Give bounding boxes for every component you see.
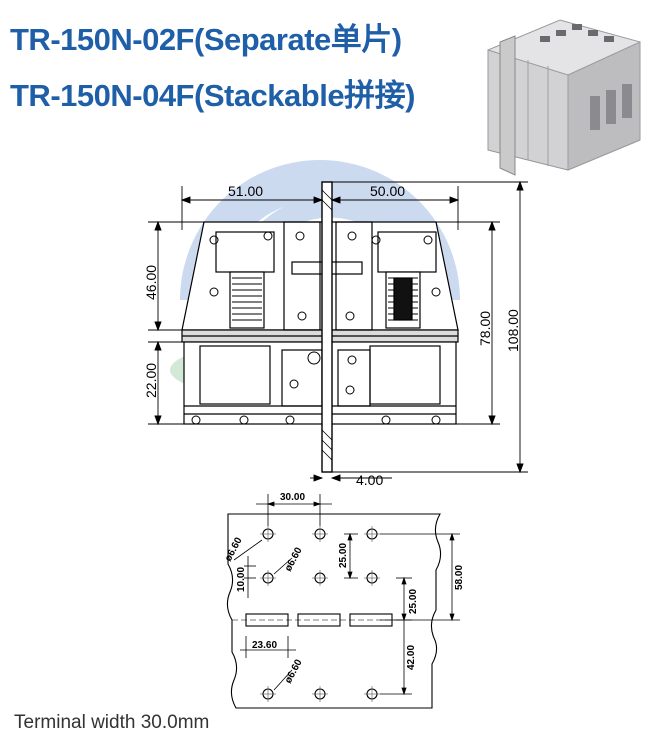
dim-slot-length: 23.60 [252,640,277,651]
front-view-drawing [181,181,459,473]
dim-lower-height: 42.00 [406,645,417,670]
dim-left-width: 51.00 [228,183,263,199]
pcb-layout-drawing [226,513,442,709]
dim-total-height: 108.00 [505,309,521,352]
dim-plate-thickness: 4.00 [356,472,383,488]
dim-row-spacing: 25.00 [338,543,349,568]
dim-lower-height: 22.00 [143,363,159,398]
dim-slot-spacing: 25.00 [408,589,419,614]
terminal-width-caption: Terminal width 30.0mm [14,712,210,733]
dim-body-height: 78.00 [477,311,493,346]
dim-upper-height: 46.00 [143,265,159,300]
pcb-dimensions [233,494,460,696]
product-title-separate: TR-150N-02F(Separate单片) [10,22,402,57]
product-photo [487,19,641,176]
dim-right-width: 50.00 [370,183,405,199]
front-view-dimensions [148,180,528,482]
dim-overall-height: 58.00 [454,565,465,590]
dim-pitch: 30.00 [280,492,305,503]
dim-hole-offset: 10.00 [236,567,247,592]
product-title-stackable: TR-150N-04F(Stackable拼接) [10,78,415,113]
